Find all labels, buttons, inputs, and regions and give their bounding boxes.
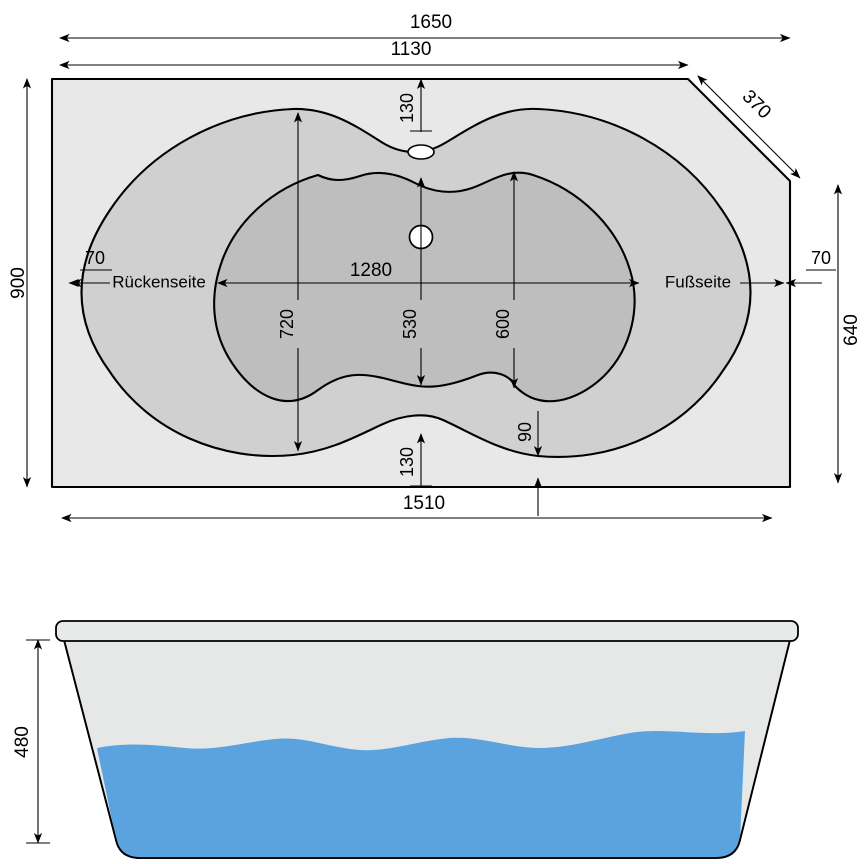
dim-overall-length: 1650	[59, 12, 791, 43]
dim-basin-width-center: 530	[400, 177, 426, 386]
dim-basin-width-foot: 600	[493, 171, 519, 389]
dim-130-top-label: 130	[397, 93, 417, 123]
dim-900-label: 900	[8, 267, 29, 299]
dim-1650-label: 1650	[410, 12, 452, 33]
section-view-group: 480	[12, 620, 799, 859]
dim-1130-label: 1130	[391, 39, 432, 60]
dim-600-label: 600	[493, 309, 513, 339]
dim-basin-length: 1280	[217, 260, 640, 288]
dim-right-edge: 640	[833, 184, 862, 484]
dim-1280-label: 1280	[350, 260, 392, 281]
dim-rim-left: 70	[71, 248, 112, 288]
dim-overall-width: 900	[8, 78, 32, 488]
overflow-hole-icon	[407, 144, 435, 160]
dim-640-label: 640	[841, 314, 862, 346]
dim-1510-label: 1510	[403, 493, 445, 514]
dim-720-label: 720	[277, 309, 297, 339]
foot-side-label: Fußseite	[665, 272, 731, 291]
dim-basin-width-back: 720	[277, 112, 303, 452]
dim-rim-top: 130	[397, 78, 432, 132]
label-foot-side-group: Fußseite	[665, 272, 785, 291]
dim-130-bottom-label: 130	[397, 447, 417, 477]
dim-480-label: 480	[12, 726, 33, 758]
dim-370-label: 370	[738, 86, 775, 123]
dim-bottom-length: 1510	[61, 477, 773, 523]
dim-rim-bottom: 130	[397, 433, 432, 487]
dim-straight-edge: 1130	[59, 39, 689, 70]
tub-basin-contour	[213, 171, 636, 403]
dim-rim-corner: 90	[515, 411, 543, 457]
section-water-fill	[97, 730, 745, 858]
dim-70-right-label: 70	[811, 248, 831, 268]
section-tub-rim	[55, 620, 799, 642]
dim-530-label: 530	[400, 309, 420, 339]
top-view-group: 1650 1130 370 900 640 1510	[8, 12, 862, 523]
dim-depth: 480	[12, 639, 50, 844]
dim-90-label: 90	[515, 422, 535, 442]
dim-70-left-label: 70	[85, 248, 105, 268]
back-side-label: Rückenseite	[112, 272, 206, 291]
dim-rim-right: 70	[785, 248, 836, 288]
section-tub-outline	[63, 639, 791, 859]
